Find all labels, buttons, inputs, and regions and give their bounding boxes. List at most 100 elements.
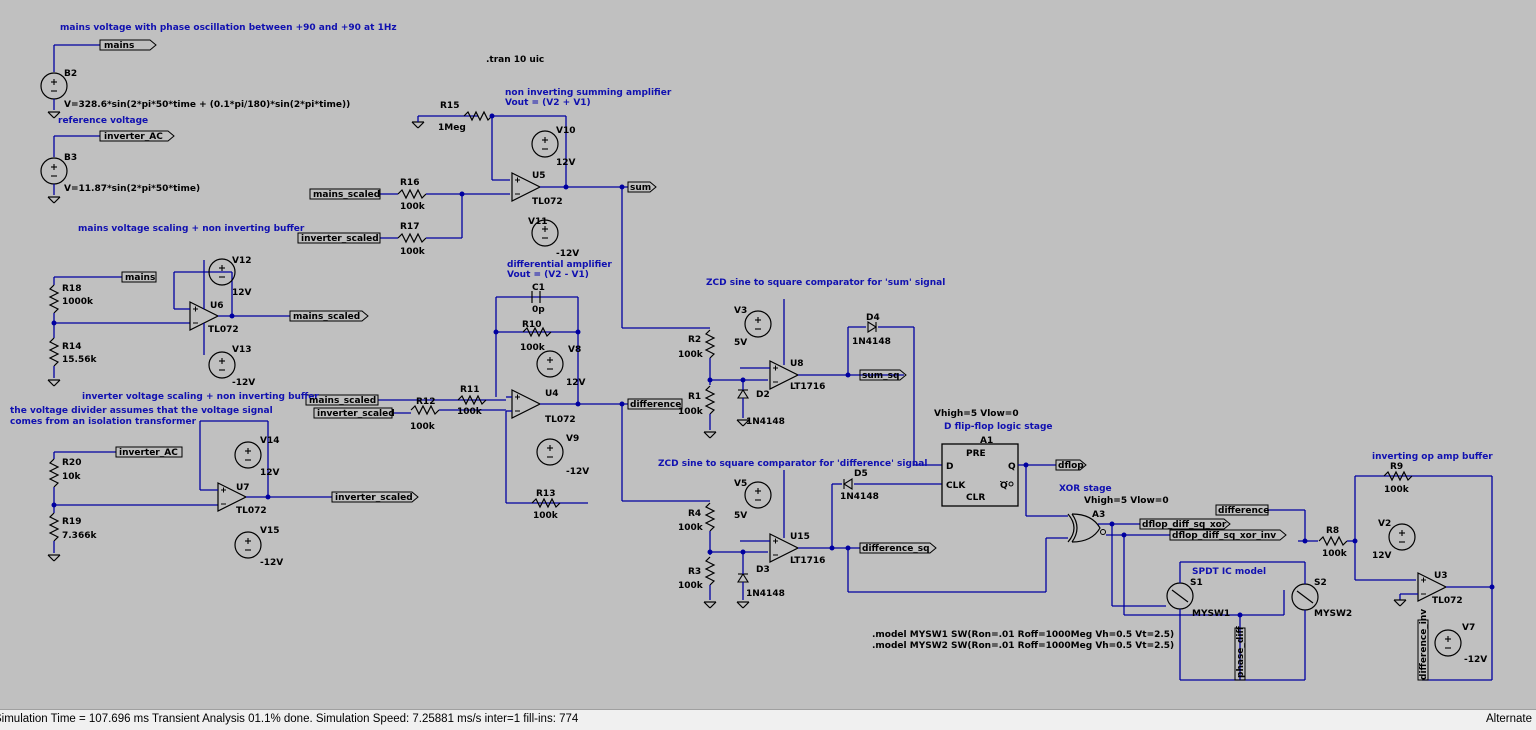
r4-label[interactable]: R4 — [688, 509, 701, 519]
r2-value[interactable]: 100k — [678, 350, 704, 360]
v8-label[interactable]: V8 — [568, 345, 581, 355]
source-b2[interactable] — [40, 44, 100, 119]
s2-model[interactable]: MYSW2 — [1314, 609, 1352, 619]
v3-value[interactable]: 5V — [734, 338, 747, 348]
r1-value[interactable]: 100k — [678, 407, 704, 417]
u8-label[interactable]: U8 — [790, 359, 804, 369]
u6-label[interactable]: U6 — [210, 301, 224, 311]
r14-label[interactable]: R14 — [62, 342, 81, 352]
r3-value[interactable]: 100k — [678, 581, 704, 591]
b2-name[interactable]: B2 — [64, 69, 77, 79]
r9-label[interactable]: R9 — [1390, 462, 1403, 472]
d2-value[interactable]: 1N4148 — [746, 417, 785, 427]
r3-label[interactable]: R3 — [688, 567, 701, 577]
c1-label[interactable]: C1 — [532, 283, 545, 293]
v14-label[interactable]: V14 — [260, 436, 280, 446]
v11-value[interactable]: -12V — [556, 249, 579, 259]
r2-label[interactable]: R2 — [688, 335, 701, 345]
u8-value[interactable]: LT1716 — [790, 382, 825, 392]
differential-amp-stage[interactable] — [378, 291, 628, 508]
r11-label[interactable]: R11 — [460, 385, 479, 395]
v14-value[interactable]: 12V — [260, 468, 280, 478]
b2-expression[interactable]: V=328.6*sin(2*pi*50*time + (0.1*pi/180)*… — [64, 100, 350, 110]
v3-label[interactable]: V3 — [734, 306, 747, 316]
spdt-switches[interactable] — [1124, 509, 1319, 681]
s1-model[interactable]: MYSW1 — [1192, 609, 1230, 619]
r10-value[interactable]: 100k — [520, 343, 546, 353]
u6-value[interactable]: TL072 — [208, 325, 239, 335]
u3-label[interactable]: U3 — [1434, 571, 1448, 581]
r15-value[interactable]: 1Meg — [438, 123, 466, 133]
mains-buffer-stage[interactable] — [47, 258, 290, 387]
v11-label[interactable]: V11 — [528, 217, 548, 227]
d4-value[interactable]: 1N4148 — [852, 337, 891, 347]
d4-label[interactable]: D4 — [866, 313, 880, 323]
r14-value[interactable]: 15.56k — [62, 355, 97, 365]
r18-label[interactable]: R18 — [62, 284, 81, 294]
v9-value[interactable]: -12V — [566, 467, 589, 477]
v12-value[interactable]: 12V — [232, 288, 252, 298]
r12-label[interactable]: R12 — [416, 397, 435, 407]
r8-value[interactable]: 100k — [1322, 549, 1348, 559]
c1-value[interactable]: 0p — [532, 305, 545, 315]
tran-directive[interactable]: .tran 10 uic — [486, 55, 544, 65]
b3-expression[interactable]: V=11.87*sin(2*pi*50*time) — [64, 184, 200, 194]
u4-value[interactable]: TL072 — [545, 415, 576, 425]
r16-label[interactable]: R16 — [400, 178, 419, 188]
r17-label[interactable]: R17 — [400, 222, 419, 232]
v10-label[interactable]: V10 — [556, 126, 576, 136]
r19-label[interactable]: R19 — [62, 517, 81, 527]
u4-label[interactable]: U4 — [545, 389, 559, 399]
r16-value[interactable]: 100k — [400, 202, 426, 212]
d2-label[interactable]: D2 — [756, 390, 770, 400]
r12-value[interactable]: 100k — [410, 422, 436, 432]
source-b3[interactable] — [40, 135, 100, 204]
v2-label[interactable]: V2 — [1378, 519, 1391, 529]
zcd-difference-stage[interactable] — [621, 404, 1068, 609]
v7-value[interactable]: -12V — [1464, 655, 1487, 665]
r19-value[interactable]: 7.366k — [62, 531, 97, 541]
r1-label[interactable]: R1 — [688, 392, 701, 402]
r8-label[interactable]: R8 — [1326, 526, 1339, 536]
v5-label[interactable]: V5 — [734, 479, 747, 489]
d5-value[interactable]: 1N4148 — [840, 492, 879, 502]
v8-value[interactable]: 12V — [566, 378, 586, 388]
r18-value[interactable]: 1000k — [62, 297, 94, 307]
r15-label[interactable]: R15 — [440, 101, 459, 111]
v12-label[interactable]: V12 — [232, 256, 252, 266]
v10-value[interactable]: 12V — [556, 158, 576, 168]
r20-value[interactable]: 10k — [62, 472, 82, 482]
v2-value[interactable]: 12V — [1372, 551, 1392, 561]
u15-label[interactable]: U15 — [790, 532, 810, 542]
r17-value[interactable]: 100k — [400, 247, 426, 257]
v15-value[interactable]: -12V — [260, 558, 283, 568]
r20-label[interactable]: R20 — [62, 458, 81, 468]
u5-value[interactable]: TL072 — [532, 197, 563, 207]
s1-label[interactable]: S1 — [1190, 578, 1203, 588]
v15-label[interactable]: V15 — [260, 526, 280, 536]
a3-label[interactable]: A3 — [1092, 510, 1105, 520]
v13-value[interactable]: -12V — [232, 378, 255, 388]
inverter-buffer-stage[interactable] — [47, 420, 332, 562]
d3-label[interactable]: D3 — [756, 565, 770, 575]
a1-label[interactable]: A1 — [980, 436, 993, 446]
u5-label[interactable]: U5 — [532, 171, 546, 181]
d3-value[interactable]: 1N4148 — [746, 589, 785, 599]
u15-value[interactable]: LT1716 — [790, 556, 825, 566]
r10-label[interactable]: R10 — [522, 320, 541, 330]
r13-value[interactable]: 100k — [533, 511, 559, 521]
schematic-canvas[interactable]: mains voltage with phase oscillation bet… — [0, 0, 1536, 708]
r11-value[interactable]: 100k — [457, 407, 483, 417]
model-mysw1[interactable]: .model MYSW1 SW(Ron=.01 Roff=1000Meg Vh=… — [872, 630, 1174, 640]
summing-amp-stage[interactable] — [380, 111, 628, 247]
v7-label[interactable]: V7 — [1462, 623, 1475, 633]
v9-label[interactable]: V9 — [566, 434, 579, 444]
inverting-buffer-stage[interactable] — [1298, 471, 1493, 681]
r4-value[interactable]: 100k — [678, 523, 704, 533]
zcd-sum-stage[interactable] — [621, 187, 942, 466]
v13-label[interactable]: V13 — [232, 345, 252, 355]
d5-label[interactable]: D5 — [854, 469, 868, 479]
u7-label[interactable]: U7 — [236, 483, 250, 493]
r9-value[interactable]: 100k — [1384, 485, 1410, 495]
v5-value[interactable]: 5V — [734, 511, 747, 521]
